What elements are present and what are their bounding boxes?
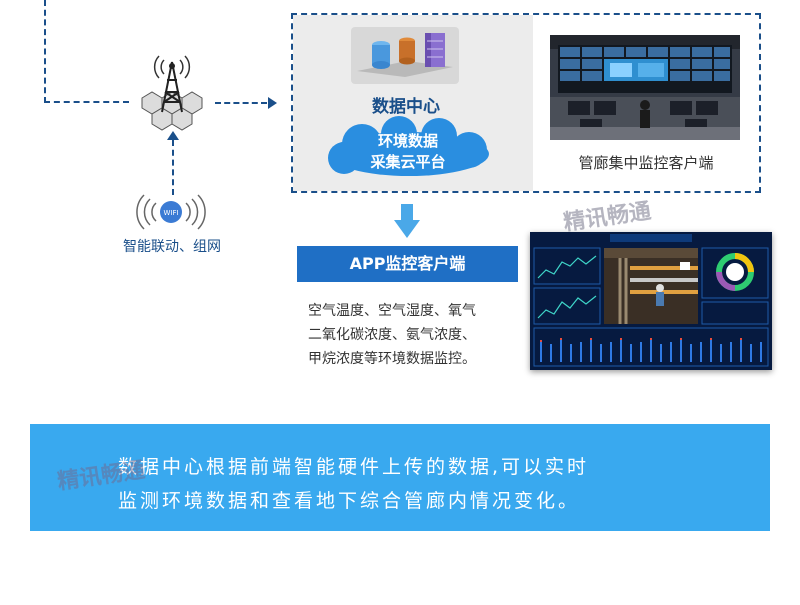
connector-line-top: [44, 0, 46, 103]
summary-line2: 监测环境数据和查看地下综合管廊内情况变化。: [118, 490, 581, 512]
arrow-down-icon: [394, 204, 420, 244]
cloud-platform-text: 环境数据 采集云平台: [338, 131, 478, 173]
cloud-icon: [314, 116, 504, 182]
arrow-up-icon: [167, 131, 179, 140]
networking-label: 智能联动、组网: [123, 239, 221, 255]
wifi-badge-text: WIFI: [163, 209, 178, 217]
watermark-top: 精讯畅通: [562, 198, 653, 236]
env-description: 空气温度、空气湿度、氧气 二氧化碳浓度、氨气浓度、 甲烷浓度等环境数据监控。: [308, 299, 523, 371]
summary-banner: [30, 424, 770, 531]
connector-line-wifi-tower: [172, 140, 174, 195]
env-description-line2: 二氧化碳浓度、氨气浓度、: [308, 327, 476, 343]
summary-text: 数据中心根据前端智能硬件上传的数据,可以实时 监测环境数据和查看地下综合管廊内情…: [118, 450, 738, 518]
app-dashboard-image: [530, 232, 772, 370]
arrow-right-icon: [268, 97, 277, 109]
pipe-gallery-client-label: 管廊集中监控客户端: [578, 154, 714, 172]
cloud-platform-line1: 环境数据: [377, 132, 438, 150]
monitoring-room-image: [550, 35, 740, 140]
wifi-icon: WIFI: [130, 193, 212, 231]
server-icon: [351, 27, 459, 84]
connector-line-tower-datacenter: [215, 102, 267, 104]
env-description-line1: 空气温度、空气湿度、氧气: [308, 303, 476, 319]
data-center-group: [291, 13, 761, 193]
cell-tower-icon: [128, 52, 216, 134]
cloud-platform-line2: 采集云平台: [370, 153, 446, 171]
data-center-label: 数据中心: [372, 97, 440, 117]
env-description-line3: 甲烷浓度等环境数据监控。: [308, 351, 476, 367]
app-client-title: APP监控客户端: [297, 246, 518, 282]
connector-line-left: [44, 101, 129, 103]
summary-line1: 数据中心根据前端智能硬件上传的数据,可以实时: [118, 456, 590, 478]
